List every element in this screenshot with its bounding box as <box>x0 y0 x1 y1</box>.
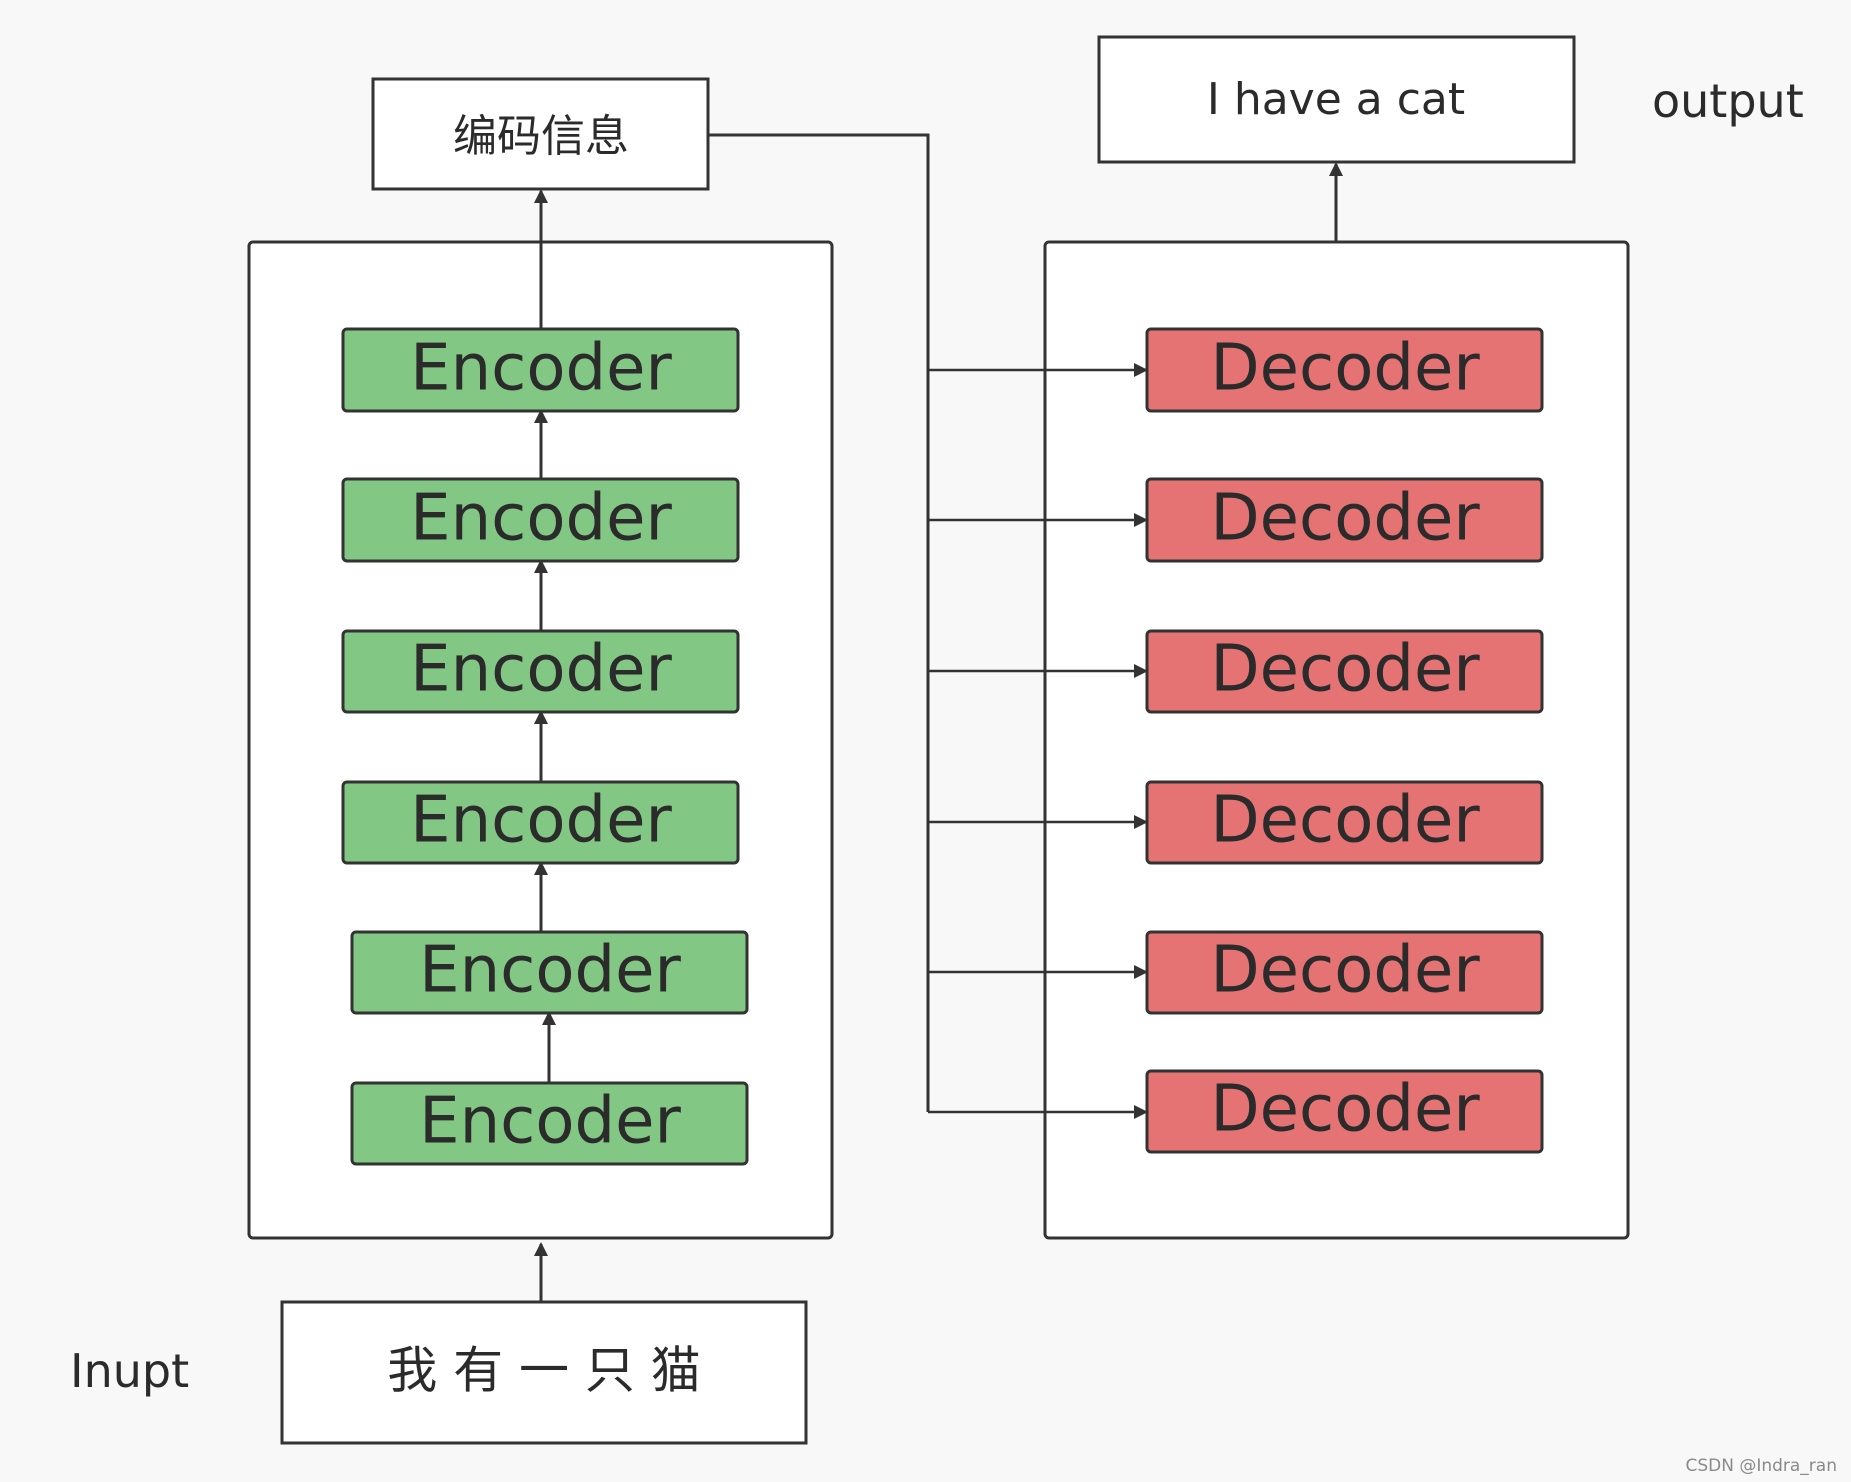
decoder-label: Decoder <box>1210 784 1480 858</box>
decoder-label: Decoder <box>1210 332 1480 406</box>
output-side-label: output <box>1652 74 1804 128</box>
output-text: I have a cat <box>1207 74 1465 125</box>
encoder-label: Encoder <box>419 1085 681 1159</box>
encoder-label: Encoder <box>410 332 672 406</box>
decoder-block: Decoder <box>1145 327 1544 413</box>
encoder-block: Encoder <box>341 780 740 865</box>
encoder-block: Encoder <box>350 930 749 1015</box>
input-side-label: Inupt <box>70 1344 190 1398</box>
encoder-block: Encoder <box>341 327 740 413</box>
encoder-block: Encoder <box>350 1081 749 1166</box>
decoder-label: Decoder <box>1210 934 1480 1008</box>
encoder-label: Encoder <box>410 633 672 707</box>
encoder-internal-arrows <box>534 409 556 1082</box>
encoder-block: Encoder <box>341 477 740 563</box>
encoded-info-node: 编码信息 <box>371 77 710 191</box>
decoder-block: Decoder <box>1145 780 1544 865</box>
encoder-label: Encoder <box>410 482 672 556</box>
watermark: CSDN @Indra_ran <box>1685 1456 1837 1476</box>
info-bus-line <box>708 133 930 1112</box>
encoder-label: Encoder <box>410 784 672 858</box>
encoder-label: Encoder <box>419 934 681 1008</box>
decoder-label: Decoder <box>1210 1073 1480 1147</box>
encoded-info-text: 编码信息 <box>453 111 629 162</box>
output-node: I have a cat <box>1097 35 1576 164</box>
bus-to-decoder-arrows <box>928 363 1148 1119</box>
decoder-block: Decoder <box>1145 1069 1544 1154</box>
decoder-label: Decoder <box>1210 633 1480 707</box>
decoder-block: Decoder <box>1145 629 1544 714</box>
decoder-label: Decoder <box>1210 482 1480 556</box>
input-node: 我 有 一 只 猫 <box>280 1300 808 1445</box>
decoder-block: Decoder <box>1145 930 1544 1015</box>
decoder-block: Decoder <box>1145 477 1544 563</box>
encoder-block: Encoder <box>341 629 740 714</box>
input-text: 我 有 一 只 猫 <box>387 1342 701 1400</box>
